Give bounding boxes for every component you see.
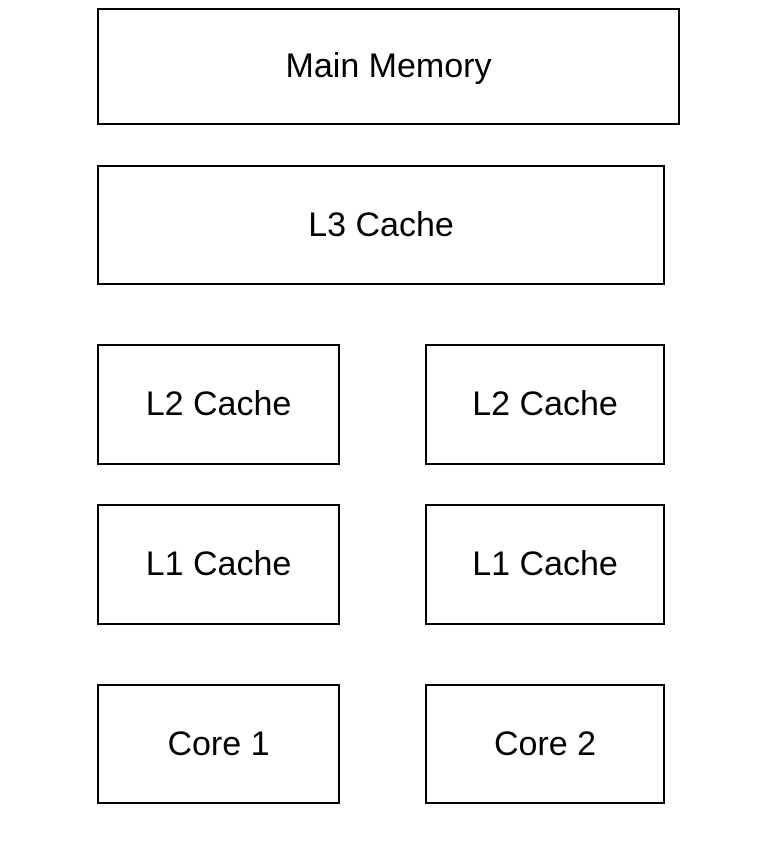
l2-cache-core2-box: L2 Cache bbox=[425, 344, 665, 465]
l3-cache-box: L3 Cache bbox=[97, 165, 665, 285]
box-label: L2 Cache bbox=[472, 385, 618, 424]
l1-cache-core2-box: L1 Cache bbox=[425, 504, 665, 625]
box-label: Core 1 bbox=[167, 724, 270, 763]
core-2-box: Core 2 bbox=[425, 684, 665, 804]
box-label: Main Memory bbox=[285, 47, 492, 86]
box-label: L1 Cache bbox=[145, 545, 292, 584]
box-label: L2 Cache bbox=[145, 385, 292, 424]
box-label: Core 2 bbox=[493, 724, 597, 763]
l1-cache-core1-box: L1 Cache bbox=[97, 504, 340, 625]
l2-cache-core1-box: L2 Cache bbox=[97, 344, 340, 465]
main-memory-box: Main Memory bbox=[97, 8, 680, 125]
core-1-box: Core 1 bbox=[97, 684, 340, 804]
box-label: L1 Cache bbox=[472, 545, 618, 584]
box-label: L3 Cache bbox=[308, 205, 454, 244]
